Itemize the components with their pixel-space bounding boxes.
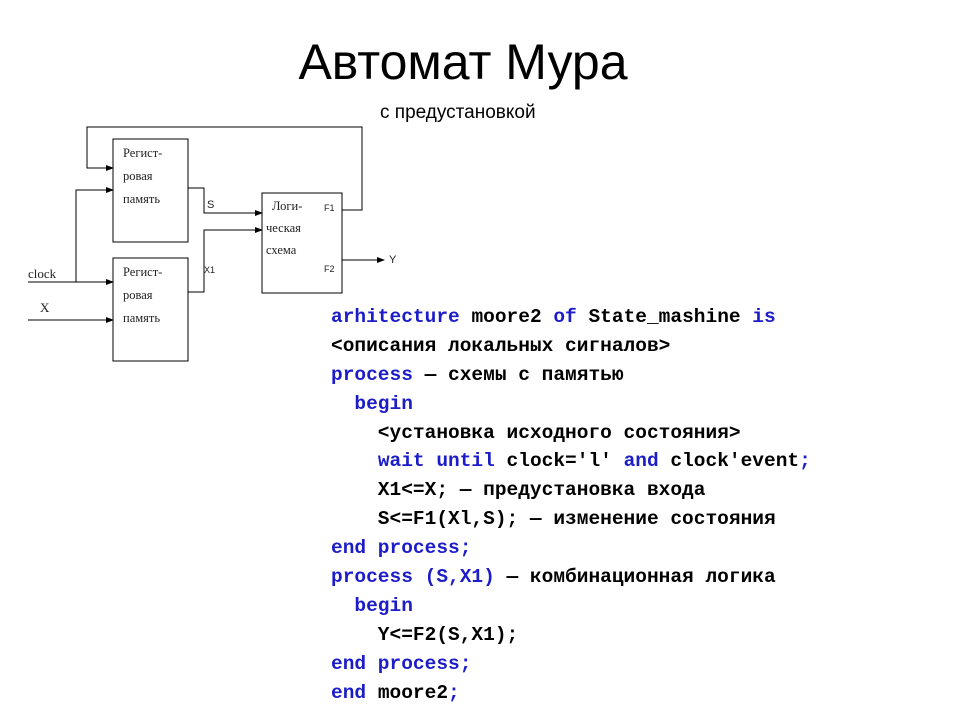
vhdl-code-block: arhitecture moore2 of State_mashine is<о… <box>331 303 811 707</box>
logic-label-line1: Логи- <box>272 199 302 213</box>
code-keyword: end <box>331 681 378 704</box>
code-text: clock='l' <box>506 450 624 473</box>
code-keyword: and <box>623 450 671 473</box>
code-keyword: end process; <box>331 652 472 675</box>
code-text: Y<=F2(S,X1); <box>331 623 519 646</box>
slide-title: Автомат Мура <box>298 34 628 90</box>
code-line: wait until clock='l' and clock'event; <box>331 447 811 476</box>
code-line: end process; <box>331 650 811 679</box>
code-text: State_mashine <box>588 306 753 328</box>
register-2-label-line3: память <box>123 311 160 325</box>
code-keyword: ; <box>448 681 460 704</box>
x1-line <box>188 227 263 293</box>
register-1-label-line1: Регист- <box>123 146 162 160</box>
code-line: process (S,X1) — комбинационная логика <box>331 563 811 592</box>
register-1-label-line3: память <box>123 192 160 206</box>
s-line <box>188 187 263 216</box>
register-2-label-line1: Регист- <box>123 265 162 279</box>
logic-circuit-block <box>261 192 343 294</box>
register-memory-block-2 <box>112 257 189 362</box>
clock-label: clock <box>28 266 57 281</box>
x1-label: X1 <box>204 265 215 275</box>
code-text: moore2 <box>377 681 449 704</box>
x-label: X <box>40 300 50 315</box>
logic-label-line3: схема <box>266 243 297 257</box>
pin-f2-label: F2 <box>324 264 335 274</box>
code-keyword: process (S,X1) <box>331 566 507 589</box>
register-2-label-line2: ровая <box>123 288 153 302</box>
slide-subtitle: с предустановкой <box>380 102 536 123</box>
code-line: Y<=F2(S,X1); <box>331 621 811 650</box>
code-text: X1<=X; — предустановка входа <box>331 479 706 502</box>
s-label: S <box>207 199 214 211</box>
code-keyword: begin <box>354 392 413 415</box>
code-line: arhitecture moore2 of State_mashine is <box>331 303 811 332</box>
code-keyword: wait until <box>377 450 507 473</box>
logic-label-line2: ческая <box>266 221 301 235</box>
code-line: X1<=X; — предустановка входа <box>331 476 811 505</box>
code-line: process — схемы с памятью <box>331 361 811 390</box>
code-text: S<=F1(Xl,S); — изменение состояния <box>331 508 776 531</box>
code-line: end process; <box>331 534 811 563</box>
code-text <box>331 595 354 617</box>
code-line: begin <box>331 390 811 419</box>
y-output-label: Y <box>389 254 397 266</box>
code-keyword: of <box>553 306 589 328</box>
code-line: <установка исходного состояния> <box>331 419 811 448</box>
feedback-f1-line <box>86 126 363 211</box>
clock-branch-line <box>75 187 114 282</box>
code-text: — комбинационная логика <box>506 566 776 589</box>
code-text: — схемы с памятью <box>424 363 624 386</box>
code-text: clock'event <box>670 450 800 473</box>
code-line: <описания локальных сигналов> <box>331 332 811 361</box>
code-text <box>331 393 354 415</box>
code-keyword: is <box>752 306 776 328</box>
code-keyword: process <box>331 363 425 386</box>
code-line: S<=F1(Xl,S); — изменение состояния <box>331 505 811 534</box>
register-1-label-line2: ровая <box>123 169 153 183</box>
pin-f1-label: F1 <box>324 203 335 213</box>
code-text: <описания локальных сигналов> <box>331 334 671 357</box>
code-keyword: ; <box>799 450 811 473</box>
code-line: begin <box>331 592 811 621</box>
code-keyword: end process; <box>331 537 472 560</box>
code-keyword: arhitecture <box>331 306 472 328</box>
code-keyword: begin <box>354 594 413 617</box>
code-text <box>331 450 378 472</box>
code-text: <установка исходного состояния> <box>331 421 741 444</box>
code-line: end moore2; <box>331 679 811 708</box>
code-text: moore2 <box>471 306 554 328</box>
